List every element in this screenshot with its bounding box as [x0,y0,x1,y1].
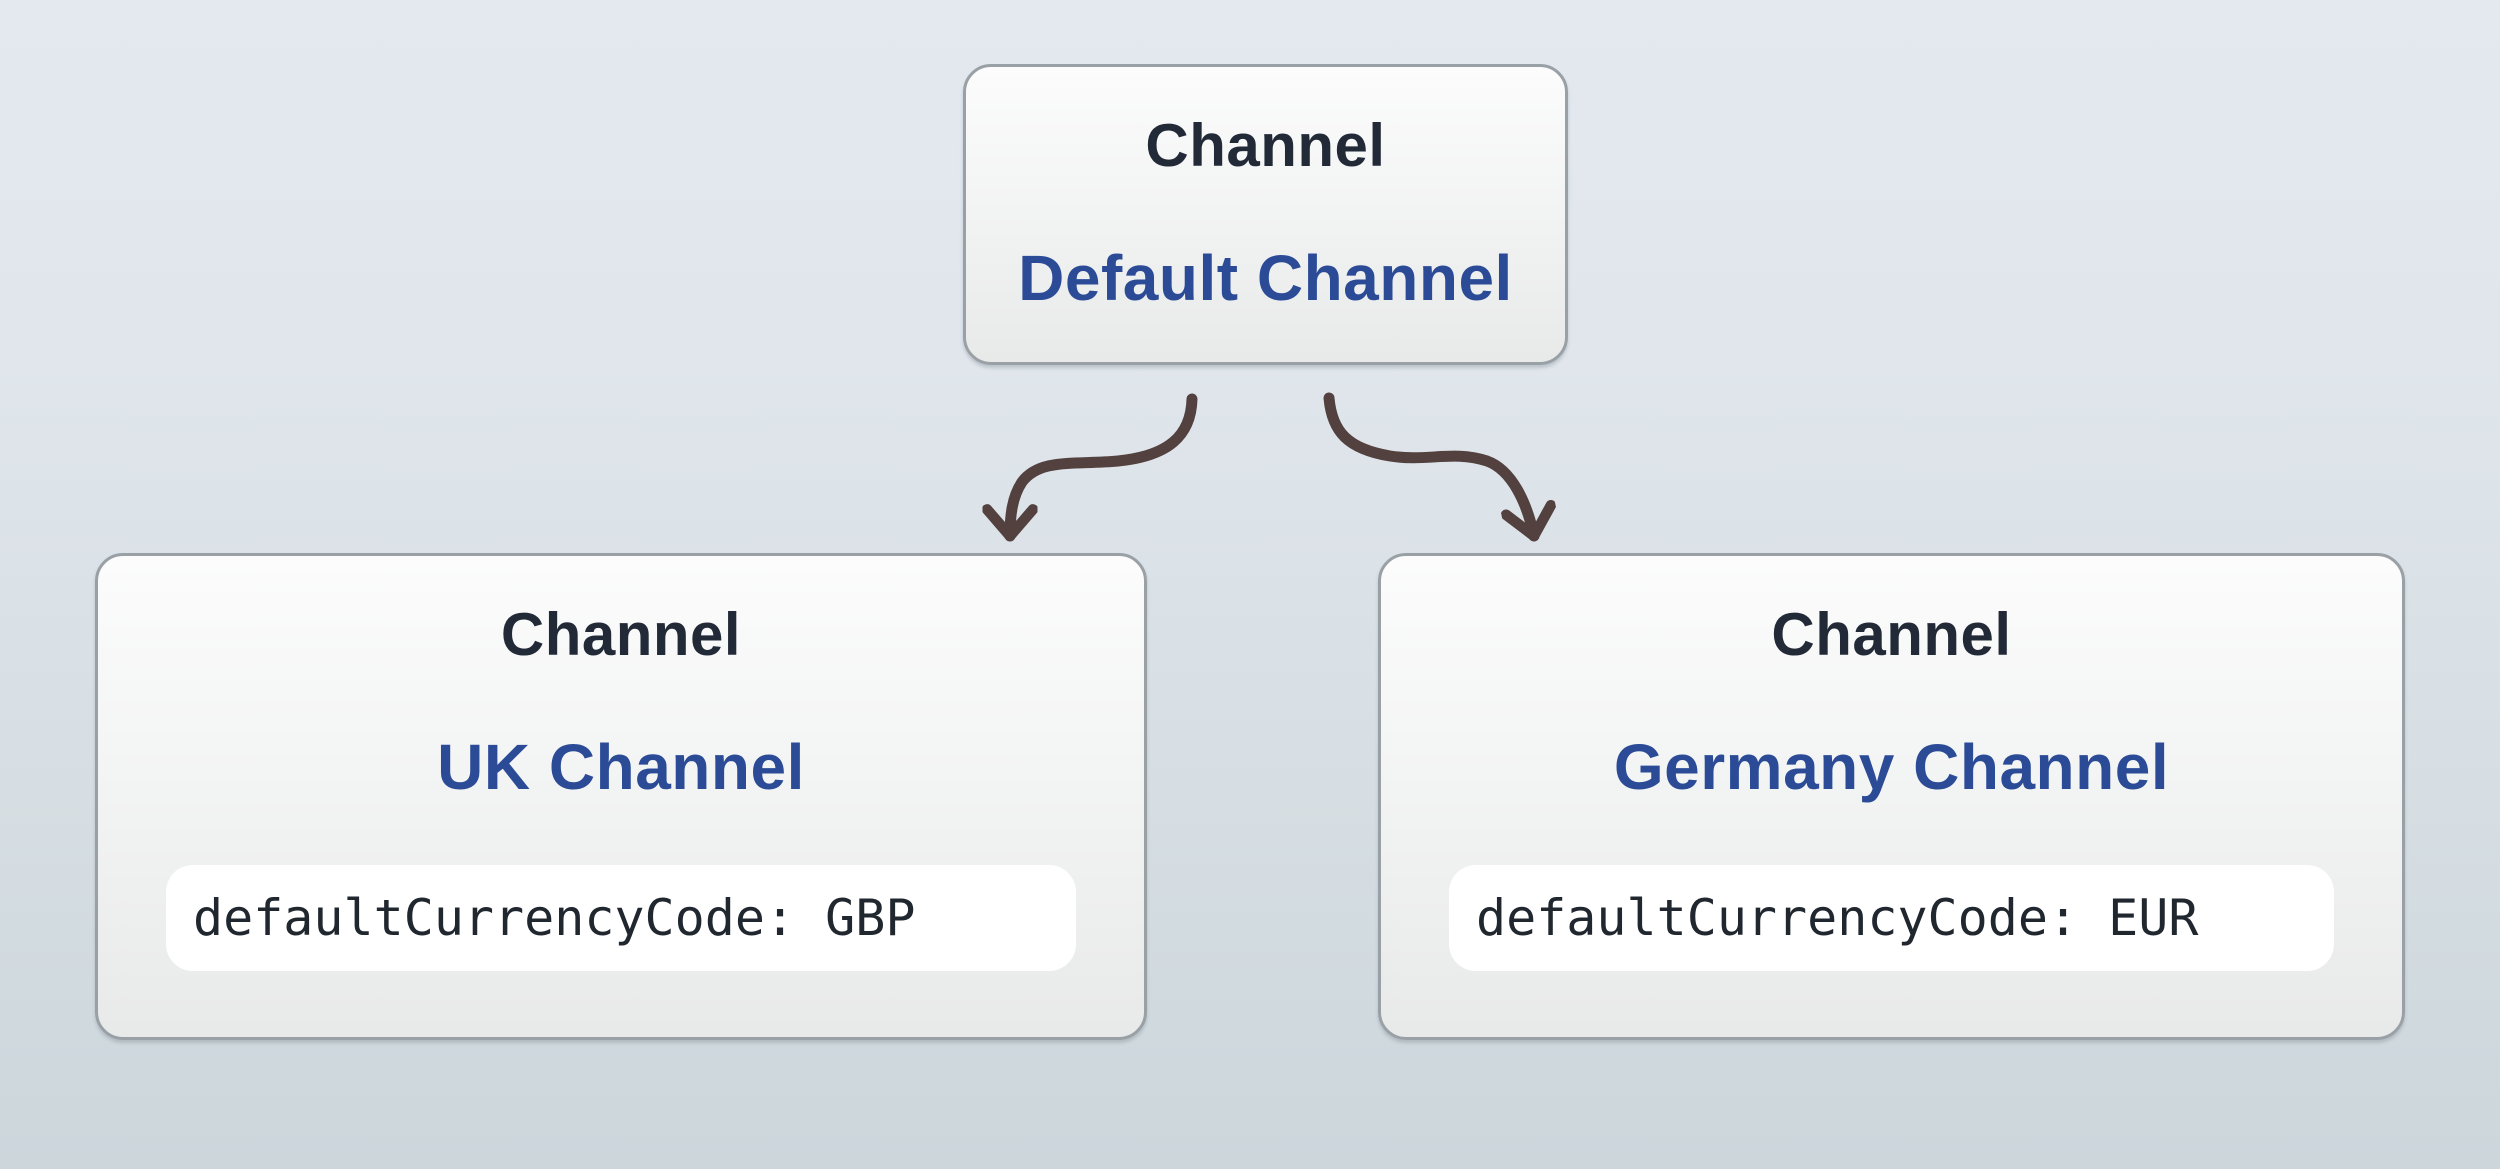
node-attribute-pill: defaultCurrencyCode: GBP [166,865,1076,971]
node-name-label: UK Channel [437,731,805,803]
node-uk-channel: Channel UK Channel defaultCurrencyCode: … [95,553,1147,1040]
node-germany-channel: Channel Germany Channel defaultCurrencyC… [1378,553,2405,1040]
edge-default-to-uk-arrow [1010,393,1198,542]
node-attribute-pill: defaultCurrencyCode: EUR [1449,865,2334,971]
node-entity-label: Channel [1771,601,2012,668]
edge-default-to-germany-arrow [1323,392,1534,542]
node-entity-label: Channel [500,601,742,668]
node-attribute-text: defaultCurrencyCode: EUR [1476,889,2199,947]
node-name-label: Default Channel [1018,242,1513,314]
node-entity-label: Channel [1145,112,1386,179]
node-name-label: Germany Channel [1613,731,2170,803]
node-default-channel: Channel Default Channel [963,64,1568,365]
node-attribute-text: defaultCurrencyCode: GBP [193,889,916,947]
